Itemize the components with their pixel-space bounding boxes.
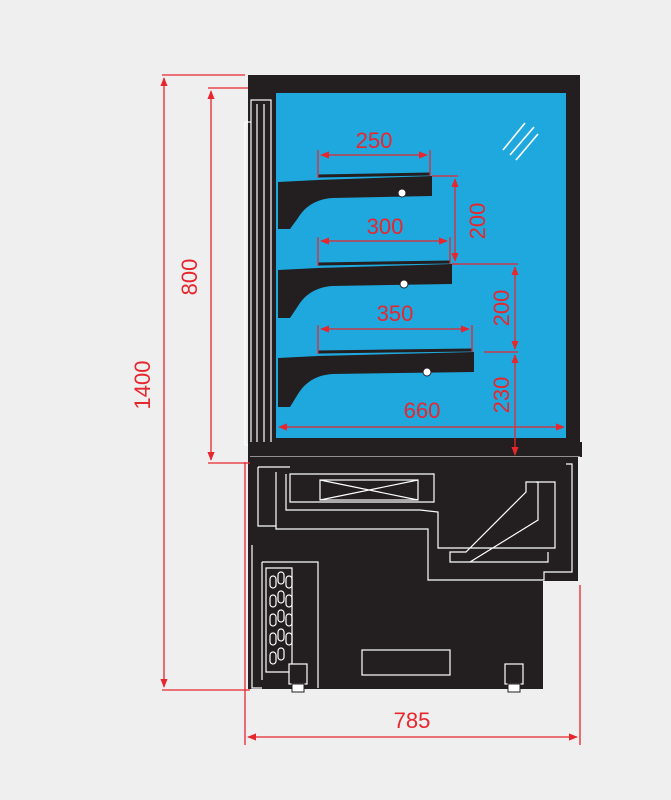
shelf-middle <box>278 260 452 318</box>
dim-spacing-bottom-label: 230 <box>489 377 514 414</box>
dim-spacing-top-label: 200 <box>465 203 490 240</box>
dim-inner-width-label: 660 <box>404 398 441 423</box>
glass-reflection-icon <box>502 122 539 161</box>
dim-shelf-bottom-depth-label: 350 <box>377 301 414 326</box>
shelf-bottom <box>278 348 474 407</box>
dim-total-width-label: 785 <box>394 708 431 733</box>
control-panel-display <box>361 649 451 676</box>
dimension-lines <box>160 74 581 745</box>
foot-left-icon <box>288 663 308 693</box>
machinery-section <box>248 457 578 693</box>
dim-total-height-label: 1400 <box>130 361 155 410</box>
dim-shelf-mid-depth-label: 300 <box>367 214 404 239</box>
vent-slots-icon <box>269 571 293 665</box>
dim-shelf-top-depth-label: 250 <box>356 128 393 153</box>
separator-band <box>248 442 582 457</box>
foot-right-icon <box>504 663 524 693</box>
dim-spacing-mid-label: 200 <box>489 290 514 327</box>
dim-display-height-label: 800 <box>177 259 202 296</box>
shelf-top <box>278 172 432 229</box>
